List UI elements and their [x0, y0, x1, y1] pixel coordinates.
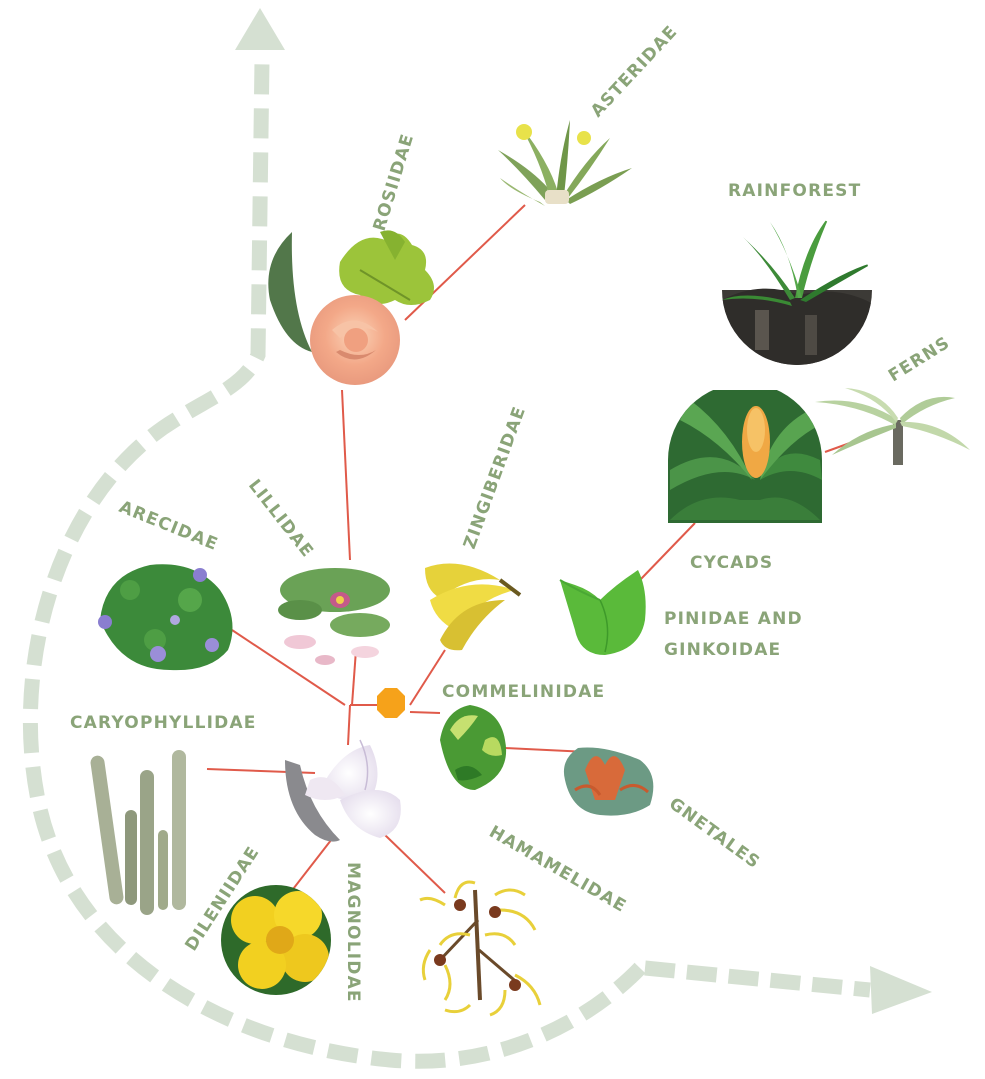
- label-cycads: CYCADS: [690, 553, 773, 573]
- label-commelinidae: COMMELINIDAE: [442, 682, 605, 702]
- label-arecidae: ARECIDAE: [116, 497, 221, 555]
- rose-and-oak-leaves-icon: [268, 230, 434, 385]
- label-pinidae-line2: GINKOIDAE: [664, 640, 781, 660]
- center-node: [377, 688, 405, 718]
- witch-hazel-icon: [420, 882, 540, 1015]
- yellow-flower-icon: [220, 885, 335, 1000]
- cycad-cone-icon: [660, 390, 830, 530]
- label-pinidae-line1: PINIDAE AND: [664, 609, 803, 629]
- agave-plant-icon: [498, 120, 632, 206]
- ginkgo-leaf-icon: [560, 570, 646, 655]
- label-caryophyllidae: CARYOPHYLLIDAE: [70, 713, 257, 733]
- hydrangea-shrub-icon: [98, 564, 233, 670]
- magnolia-flower-icon: [285, 740, 401, 842]
- label-asteridae: ASTERIDAE: [587, 22, 682, 122]
- label-gnetales: GNETALES: [665, 794, 764, 873]
- water-lily-icon: [278, 568, 390, 665]
- rainforest-cycad-icon: [720, 215, 880, 370]
- label-rosiidae: ROSIIDAE: [370, 131, 419, 233]
- cactus-icon: [90, 750, 186, 915]
- leafy-plant-icon: [440, 705, 506, 790]
- arrow-head-up: [235, 8, 285, 50]
- tree-fern-icon: [815, 388, 970, 465]
- banana-icon: [425, 564, 520, 651]
- label-hamamelidae: HAMAMELIDAE: [486, 822, 630, 917]
- arrow-head-right: [870, 966, 932, 1014]
- label-zingiberidae: ZINGIBERIDAE: [460, 404, 530, 552]
- label-magnolidae: MAGNOLIDAE: [343, 862, 363, 1003]
- label-ferns: FERNS: [885, 333, 954, 386]
- label-rainforest: RAINFOREST: [728, 181, 861, 201]
- label-lillidae: LILLIDAE: [244, 476, 317, 562]
- welwitschia-icon: [564, 748, 653, 816]
